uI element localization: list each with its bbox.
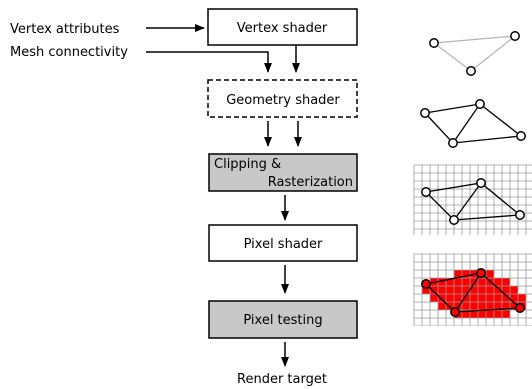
fragment-cell xyxy=(478,294,486,302)
fragment-cell xyxy=(486,302,494,310)
fragment-cell xyxy=(446,286,454,294)
fragment-cell xyxy=(478,310,486,318)
fragment-cell xyxy=(462,310,470,318)
fragment-cell xyxy=(518,294,526,302)
render-target-label: Render target xyxy=(237,372,327,387)
clipping-rasterization-stage: Clipping & Rasterization xyxy=(208,153,358,192)
fragment-cell xyxy=(438,294,446,302)
fragment-cell xyxy=(486,270,494,278)
fragment-cell xyxy=(478,278,486,286)
illustration-triangles xyxy=(420,99,526,148)
fragment-cell xyxy=(486,294,494,302)
fragment-cell xyxy=(446,302,454,310)
fragment-cell xyxy=(510,302,518,310)
pixel-shader-stage: Pixel shader xyxy=(208,224,358,262)
illustration-vertices xyxy=(429,31,520,76)
fragment-cell xyxy=(462,270,470,278)
fragment-cell xyxy=(446,294,454,302)
fragment-cell xyxy=(502,294,510,302)
fragment-cell xyxy=(454,270,462,278)
illustration-rasterization-grid xyxy=(413,164,532,235)
fragment-cell xyxy=(470,278,478,286)
fragment-cell xyxy=(462,294,470,302)
fragment-cell xyxy=(430,294,438,302)
fragment-cell xyxy=(494,286,502,294)
fragment-cell xyxy=(470,294,478,302)
fragment-cell xyxy=(478,286,486,294)
fragment-cell xyxy=(470,286,478,294)
fragment-cell xyxy=(438,278,446,286)
fragment-cell xyxy=(494,310,502,318)
fragment-cell xyxy=(502,302,510,310)
fragment-cell xyxy=(462,302,470,310)
pixel-testing-stage: Pixel testing xyxy=(208,300,358,339)
fragment-cell xyxy=(430,286,438,294)
fragment-cell xyxy=(462,286,470,294)
fragment-cell xyxy=(486,286,494,294)
fragment-cell xyxy=(454,278,462,286)
vertex-shader-stage: Vertex shader xyxy=(207,8,358,46)
fragment-cell xyxy=(446,278,454,286)
fragment-cell xyxy=(454,286,462,294)
fragment-cell xyxy=(510,294,518,302)
fragment-cell xyxy=(438,286,446,294)
fragment-cell xyxy=(462,278,470,286)
geometry-shader-stage: Geometry shader xyxy=(207,79,358,118)
fragment-cell xyxy=(470,302,478,310)
vertex-shader-label: Vertex shader xyxy=(237,21,328,36)
fragment-cell xyxy=(502,310,510,318)
illustration-shaded-fragments xyxy=(413,253,532,326)
fragment-cell xyxy=(494,278,502,286)
fragment-cell xyxy=(486,278,494,286)
fragment-cell xyxy=(494,302,502,310)
geometry-shader-label: Geometry shader xyxy=(226,93,340,108)
fragment-cell xyxy=(502,278,510,286)
mesh-connectivity-label: Mesh connectivity xyxy=(10,45,128,60)
fragment-cell xyxy=(502,286,510,294)
vertex-attributes-label: Vertex attributes xyxy=(10,22,120,37)
mesh-connectivity-arrow xyxy=(146,51,272,73)
pixel-testing-label: Pixel testing xyxy=(243,313,322,328)
fragment-cell xyxy=(454,302,462,310)
fragment-cell xyxy=(470,310,478,318)
rasterization-label: Rasterization xyxy=(268,175,353,190)
fragment-cell xyxy=(438,302,446,310)
clipping-label: Clipping & xyxy=(214,157,281,172)
fragment-cell xyxy=(494,294,502,302)
pixel-shader-label: Pixel shader xyxy=(244,237,323,252)
fragment-cell xyxy=(510,286,518,294)
fragment-cell xyxy=(454,294,462,302)
fragment-cell xyxy=(486,310,494,318)
fragment-cell xyxy=(478,302,486,310)
fragment-cell xyxy=(422,286,430,294)
